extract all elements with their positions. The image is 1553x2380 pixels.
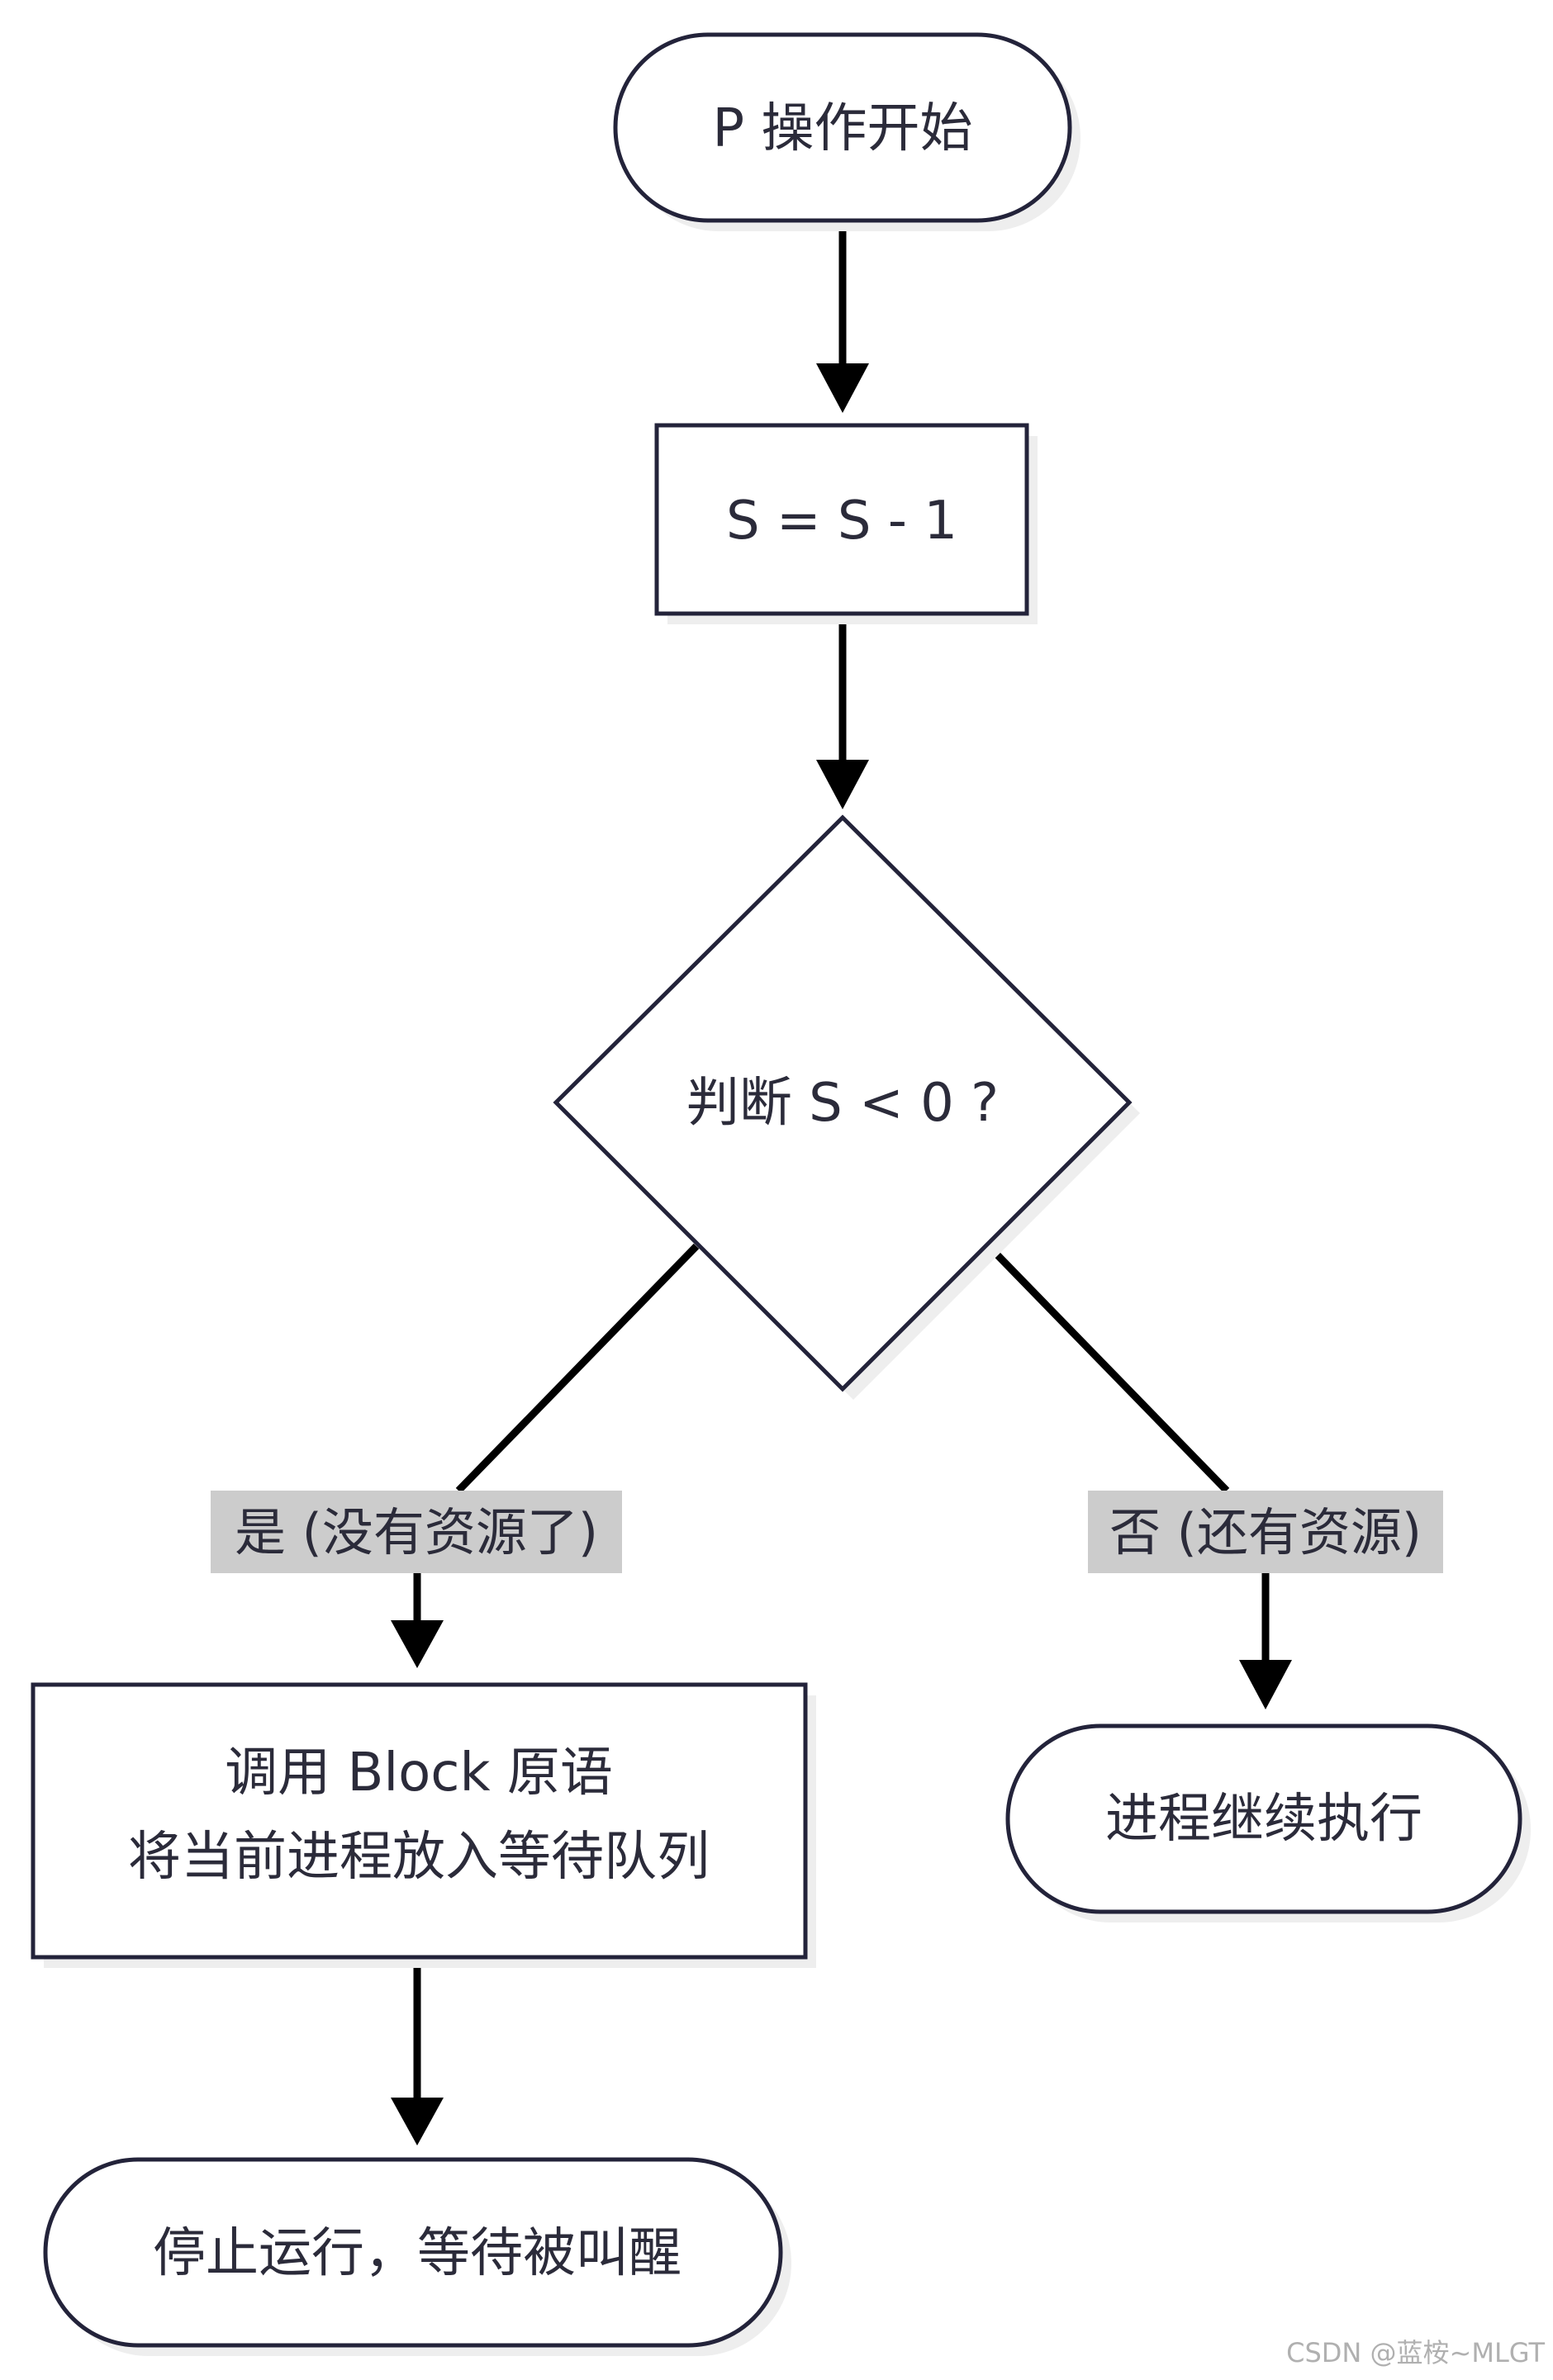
node-stop-label: 停止运行，等待被叫醒 xyxy=(153,2223,682,2284)
edge-decrement-to-decision xyxy=(816,615,869,809)
edge-start-to-decrement xyxy=(816,219,869,413)
edge-decision-to-block xyxy=(391,1243,700,1668)
edge-label-no: 否 (还有资源) xyxy=(1088,1491,1443,1573)
node-continue: 进程继续执行 xyxy=(1005,1723,1531,1922)
node-decision: 判断 S < 0 ? xyxy=(553,814,1140,1400)
node-block-line1: 调用 Block 原语 xyxy=(225,1742,613,1804)
edge-block-to-stop xyxy=(391,1957,444,2145)
edge-label-yes-text: 是 (没有资源了) xyxy=(235,1502,598,1562)
node-stop: 停止运行，等待被叫醒 xyxy=(43,2157,791,2356)
edge-decision-to-continue xyxy=(985,1243,1292,1709)
node-decrement-label: S = S - 1 xyxy=(726,491,957,552)
node-start: P 操作开始 xyxy=(613,32,1080,231)
node-start-label: P 操作开始 xyxy=(713,98,973,159)
node-decision-label: 判断 S < 0 ? xyxy=(686,1073,999,1134)
edge-label-no-text: 否 (还有资源) xyxy=(1109,1502,1422,1562)
watermark: CSDN @蓝桉~MLGT xyxy=(1286,2337,1545,2368)
edge-label-yes: 是 (没有资源了) xyxy=(211,1491,622,1573)
node-decrement: S = S - 1 xyxy=(654,423,1038,624)
node-block-line2: 将当前进程放入等待队列 xyxy=(128,1827,710,1888)
node-continue-label: 进程继续执行 xyxy=(1105,1789,1422,1850)
node-block: 调用 Block 原语 将当前进程放入等待队列 xyxy=(31,1682,816,1968)
